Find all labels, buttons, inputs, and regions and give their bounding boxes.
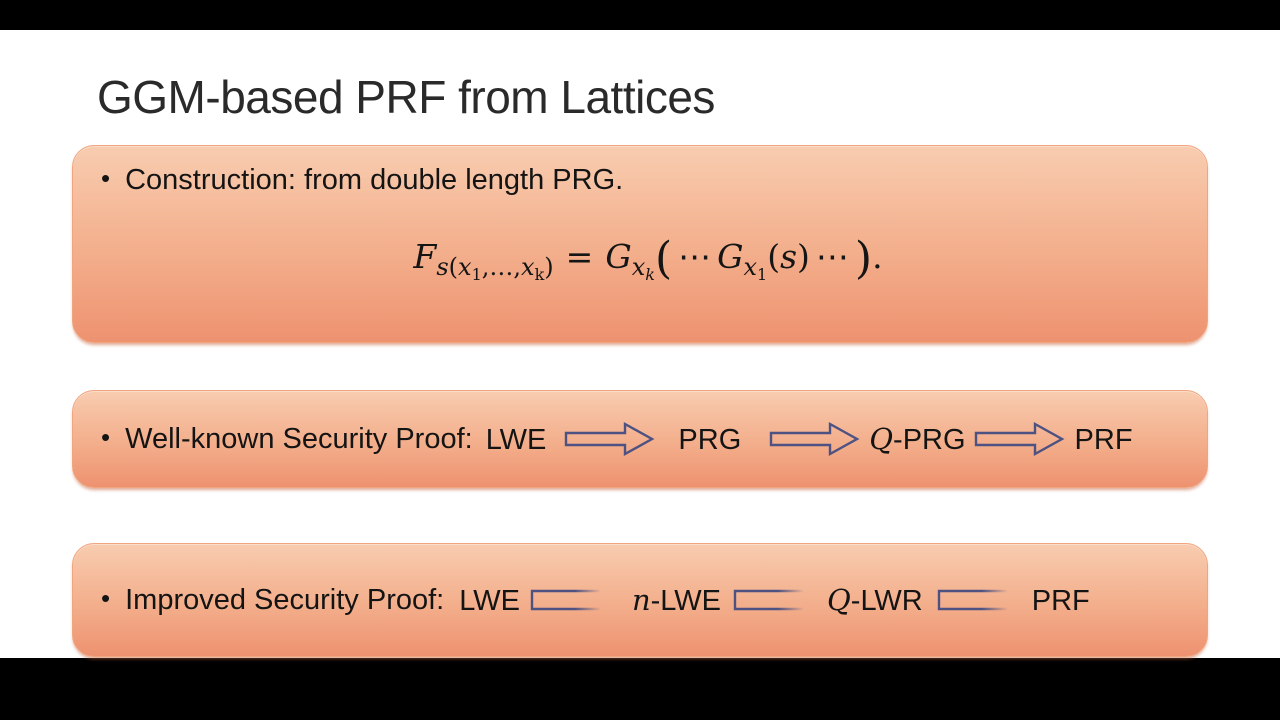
formula-G-outer: G bbox=[605, 237, 632, 276]
implies-arrow-icon bbox=[974, 421, 1065, 457]
formula-G-inner: G bbox=[717, 237, 744, 276]
formula-sub-dots: ,…, bbox=[481, 253, 522, 281]
bullet-icon: • bbox=[101, 582, 111, 613]
construction-box: • Construction: from double length PRG. … bbox=[72, 145, 1208, 343]
chain-term-prf: PRF bbox=[1074, 423, 1133, 456]
formula-sub-k: k bbox=[534, 265, 545, 284]
formula-s-paren-open: ( bbox=[767, 237, 781, 276]
formula-sub-1: 1 bbox=[471, 265, 482, 284]
improved-proof-box: • Improved Security Proof: LWE n-LWE Q-L… bbox=[72, 543, 1208, 657]
prf-formula: Fs(x1,…,xk)=Gxk(⋯Gx1(s)⋯). bbox=[101, 237, 1177, 285]
chain-term-lwe: LWE bbox=[485, 423, 547, 456]
page-title: GGM-based PRF from Lattices bbox=[97, 71, 715, 123]
wellknown-proof-box: • Well-known Security Proof: LWE PRG Q-P… bbox=[72, 390, 1208, 488]
improved-label: Improved Security Proof: bbox=[125, 583, 445, 616]
chain-term-q-lwr: Q-LWR bbox=[827, 582, 923, 617]
formula-s-paren-close: ) bbox=[797, 237, 810, 276]
partial-arrow-icon bbox=[733, 589, 804, 611]
bullet-icon: • bbox=[101, 163, 111, 193]
formula-big-paren-open: ( bbox=[654, 233, 673, 284]
formula-G-inner-sub-1: 1 bbox=[757, 265, 768, 284]
chain-term-n-lwe: n-LWE bbox=[631, 582, 721, 617]
implies-arrow-icon bbox=[565, 421, 655, 457]
formula-period: . bbox=[872, 237, 883, 276]
formula-equals: = bbox=[565, 237, 594, 276]
construction-bullet-line: • Construction: from double length PRG. bbox=[101, 163, 1177, 197]
formula-sub-paren-close: ) bbox=[544, 253, 554, 281]
chain-term-lwe: LWE bbox=[459, 584, 520, 617]
math-var-Q: Q bbox=[869, 421, 894, 456]
formula-G-outer-sub-k: k bbox=[645, 265, 655, 284]
math-var-Q: Q bbox=[827, 582, 851, 617]
construction-text: Construction: from double length PRG. bbox=[125, 164, 624, 196]
formula-cdots-left: ⋯ bbox=[678, 237, 712, 276]
formula-G-inner-sub-x: x bbox=[743, 253, 758, 281]
formula-sub-x1: x bbox=[458, 253, 472, 281]
formula-cdots-right: ⋯ bbox=[815, 237, 849, 276]
wellknown-label: Well-known Security Proof: bbox=[125, 422, 473, 455]
improved-proof-line: • Improved Security Proof: LWE n-LWE Q-L… bbox=[73, 544, 1207, 656]
formula-F: F bbox=[413, 237, 437, 276]
partial-arrow-icon bbox=[937, 589, 1008, 611]
formula-big-paren-close: ) bbox=[854, 233, 873, 284]
chain-term-q-prg: Q-PRG bbox=[869, 421, 966, 456]
bullet-icon: • bbox=[101, 421, 111, 452]
formula-sub-xk: x bbox=[521, 253, 535, 281]
formula-sub-paren-open: ( bbox=[448, 253, 459, 281]
chain-term-prg: PRG bbox=[678, 423, 742, 456]
math-var-n: n bbox=[631, 582, 651, 617]
formula-sub-s: s bbox=[436, 253, 449, 281]
formula-s-var: s bbox=[780, 237, 798, 276]
partial-arrow-icon bbox=[530, 589, 601, 611]
wellknown-proof-line: • Well-known Security Proof: LWE PRG Q-P… bbox=[73, 391, 1207, 487]
chain-term-prf: PRF bbox=[1031, 584, 1090, 617]
slide-canvas: GGM-based PRF from Lattices • Constructi… bbox=[0, 30, 1280, 658]
implies-arrow-icon bbox=[770, 421, 860, 457]
formula-G-outer-sub-x: x bbox=[631, 253, 646, 281]
